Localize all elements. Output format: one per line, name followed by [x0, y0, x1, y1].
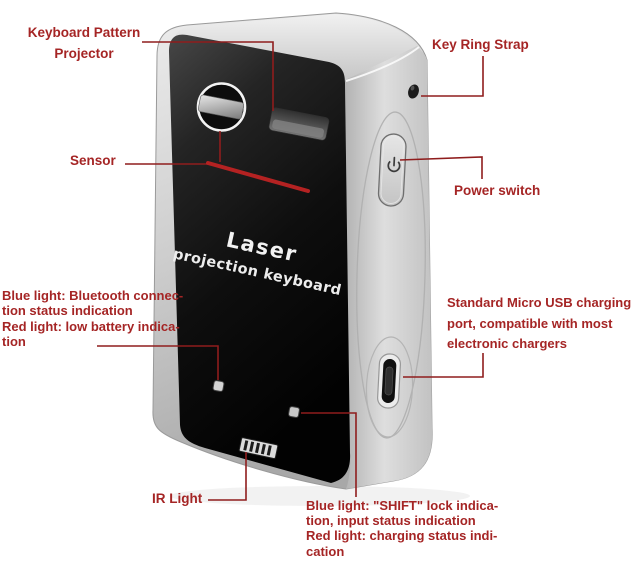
leader-ir-light — [208, 452, 247, 501]
label-line: Keyboard Pattern — [27, 25, 141, 40]
device-top-face — [172, 14, 417, 80]
label-shift-led-note: Blue light: "SHIFT" lock indica- tion, i… — [306, 498, 541, 559]
sensor-beam-line — [206, 161, 310, 193]
label-line: tion, input status indication — [306, 513, 476, 529]
leader-power-switch — [399, 156, 483, 179]
leader-keyboard-pattern-projector — [142, 41, 274, 111]
leader-shift-led — [301, 412, 357, 497]
device-side-panel — [345, 46, 433, 489]
shift-led — [288, 406, 300, 418]
label-line: port, compatible with most — [447, 315, 613, 331]
sensor-window — [268, 107, 330, 141]
device-front-face — [169, 34, 351, 483]
label-key-ring-strap: Key Ring Strap — [432, 37, 529, 52]
device-shadow — [170, 486, 470, 506]
usb-port — [377, 353, 401, 409]
side-groove — [356, 111, 426, 439]
label-line: cation — [306, 543, 345, 559]
label-ir-light: IR Light — [152, 491, 203, 506]
power-button — [377, 133, 407, 207]
label-keyboard-pattern-projector: Keyboard Pattern Projector — [18, 23, 150, 64]
label-line: Red light: charging status indi- — [306, 528, 498, 544]
label-line: electronic chargers — [447, 336, 567, 351]
usb-groove — [365, 336, 414, 438]
label-line: tion status indication — [2, 303, 133, 319]
label-status-leds-note: Blue light: Bluetooth connec- tion statu… — [2, 288, 222, 350]
ir-window — [238, 437, 279, 460]
status-led — [212, 380, 225, 392]
leader-usb — [403, 353, 484, 378]
label-line: tion — [2, 334, 26, 350]
label-line: Red light: low battery indica- — [2, 318, 180, 334]
label-sensor: Sensor — [70, 153, 116, 168]
power-icon — [387, 156, 401, 173]
label-power-switch: Power switch — [454, 183, 541, 198]
label-line: Blue light: "SHIFT" lock indica- — [306, 498, 499, 513]
top-edge-highlight — [345, 46, 420, 82]
label-usb-note: Standard Micro USB charging port, compat… — [447, 293, 640, 355]
label-line: Projector — [54, 45, 114, 61]
label-line: Standard Micro USB charging — [447, 295, 632, 310]
label-line: Blue light: Bluetooth connec- — [2, 288, 184, 303]
key-ring-hole — [408, 84, 419, 99]
leader-status-leds — [97, 345, 219, 380]
leader-key-ring-strap — [421, 56, 484, 97]
projector-lens — [196, 82, 247, 132]
